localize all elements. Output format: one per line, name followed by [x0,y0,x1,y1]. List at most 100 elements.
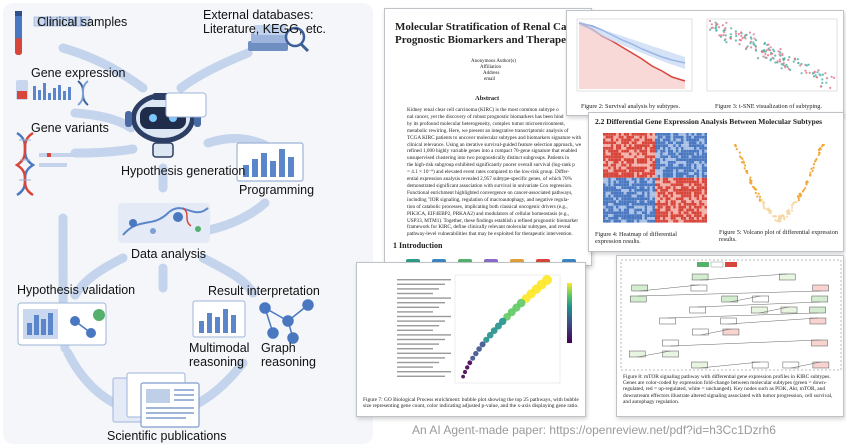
heatmap-cell [652,183,655,187]
heatmap-cell [701,194,705,198]
heatmap-cell [647,163,650,167]
heatmap-cell [616,211,619,215]
tsne-point [752,33,755,36]
volcano-point [738,151,741,154]
bubble [470,355,476,361]
heatmap-cell [670,144,674,147]
heatmap-cell [636,175,640,178]
heatmap-cell [662,197,666,201]
heatmap-cell [694,138,697,142]
heatmap-cell [647,208,650,212]
heatmap-cell [694,200,697,203]
heatmap-cell [603,217,606,220]
heatmap-cell [636,172,640,175]
tsne-point [814,74,817,77]
heatmap-cell [699,135,702,139]
heatmap-cell [629,186,632,189]
heatmap-cell [623,197,627,201]
heatmap-cell [629,200,632,203]
heatmap-cell [701,138,705,142]
heatmap-cell [696,147,700,150]
tsne-point [774,61,777,64]
heatmap-cell [704,203,707,206]
volcano-point [763,206,766,209]
heatmap-cell [616,147,619,150]
figure-8-pathway [620,259,842,371]
heatmap-cell [618,177,622,181]
heatmap-cell [629,147,632,150]
heatmap-cell [618,138,622,142]
heatmap-cell [665,149,668,153]
heatmap-cell [665,208,668,212]
heatmap-cell [621,158,624,161]
heatmap-cell [657,133,661,136]
heatmap-cell [610,189,614,192]
heatmap-cell [681,205,684,209]
tsne-point [738,43,741,46]
heatmap-cell [603,166,606,170]
abstract-line: = 4.1 × 10⁻⁹) and elevated event rates c… [407,169,570,176]
heatmap-cell [694,177,697,181]
volcano-point [799,192,802,195]
heatmap-cell [626,200,629,203]
heatmap-cell [683,203,687,206]
heatmap-cell [647,155,650,159]
heatmap-cell [621,166,624,170]
tsne-point [756,57,760,60]
tsne-point [722,29,725,32]
paper-figures-4-5: 2.2 Differential Gene Expression Analysi… [588,112,844,252]
heatmap-cell [634,183,637,187]
heatmap-cell [670,169,674,173]
tsne-point [749,42,752,45]
tsne-point [812,75,816,78]
heatmap-cell [618,191,622,195]
heatmap-cell [621,155,624,159]
paper-title-line1: Molecular Stratification of Renal Cancer… [395,21,592,33]
heatmap-cell [623,214,627,217]
heatmap-cell [681,158,684,161]
bubble-row-label [397,348,433,350]
heatmap-cell [647,175,650,178]
heatmap-cell [616,214,619,217]
heatmap-cell [621,177,624,181]
heatmap-cell [629,189,632,192]
bubble [479,341,486,348]
heatmap-cell [605,152,609,156]
heatmap-cell [649,172,653,175]
heatmap-cell [694,149,697,153]
heatmap-cell [699,211,702,215]
bubble-row-label [397,320,445,322]
heatmap-cell [616,189,619,192]
heatmap-cell [621,217,624,220]
heatmap-cell [639,144,642,147]
tsne-point [725,41,728,44]
heatmap-cell [686,200,689,203]
heatmap-cell [675,147,679,150]
heatmap-cell [701,175,705,178]
heatmap-cell [704,135,707,139]
heatmap-cell [616,161,619,164]
heatmap-cell [660,161,663,164]
volcano-point [769,210,772,213]
heatmap-cell [639,217,642,220]
heatmap-cell [699,163,702,167]
heatmap-cell [704,155,707,159]
heatmap-cell [686,205,689,209]
heatmap-cell [608,147,611,150]
abstract-line: tion of catabolic processes, implicating… [407,203,568,210]
heatmap-cell [660,214,663,217]
heatmap-cell [678,152,681,156]
heatmap-cell [613,205,616,209]
heatmap-cell [660,191,663,195]
tsne-point [730,27,733,30]
heatmap-cell [701,177,705,181]
heatmap-cell [675,152,679,156]
heatmap-cell [649,191,653,195]
heatmap-cell [610,147,614,150]
heatmap-cell [683,208,687,212]
bubble-row-label [397,302,445,304]
volcano-point [734,145,737,148]
heatmap-cell [631,189,635,192]
heatmap-cell [649,214,653,217]
tsne-point [797,62,800,65]
